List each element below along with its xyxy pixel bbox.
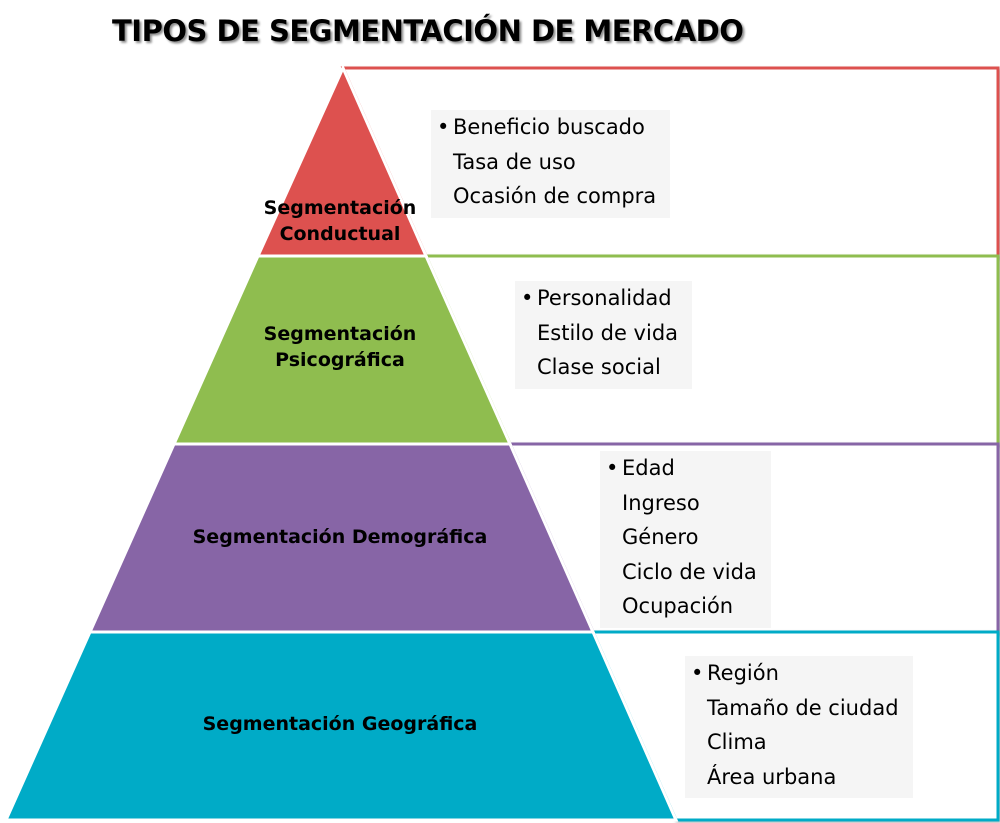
- tier-label-line: Segmentación: [263, 323, 417, 345]
- item-list-demografica: Edad Ingreso Género Ciclo de vida Ocupac…: [600, 451, 771, 628]
- list-item: Ocupación: [622, 594, 734, 618]
- list-item: Beneficio buscado: [437, 110, 656, 145]
- list-item: Clase social: [537, 355, 661, 379]
- list-item: Tamaño de ciudad: [707, 695, 899, 720]
- list-item: Personalidad: [521, 281, 678, 316]
- tier-label-line: Segmentación Demográfica: [192, 526, 488, 548]
- diagram-title: TIPOS DE SEGMENTACIÓN DE MERCADO: [112, 14, 744, 48]
- item-list-conductual: Beneficio buscado Tasa de uso Ocasión de…: [431, 110, 671, 218]
- list-item: Género: [622, 525, 699, 549]
- list-item: Estilo de vida: [537, 320, 679, 345]
- tier-label-conductual: Segmentación Conductual: [255, 195, 425, 247]
- list-item: Clima: [707, 730, 767, 754]
- tier-label-line: Segmentación: [263, 197, 417, 219]
- list-item: Ingreso: [622, 490, 700, 515]
- tier-label-demografica: Segmentación Demográfica: [170, 524, 510, 550]
- list-item: Área urbana: [707, 764, 837, 789]
- item-list-psicografica: Personalidad Estilo de vida Clase social: [515, 281, 693, 389]
- list-item: Ciclo de vida: [622, 559, 757, 584]
- tier-label-psicografica: Segmentación Psicográfica: [250, 321, 430, 373]
- item-list-geografica: Región Tamaño de ciudad Clima Área urban…: [685, 656, 913, 798]
- tier-label-line: Conductual: [279, 223, 401, 245]
- pyramid-tier-geografica: [3, 630, 679, 822]
- detail-panel-psicografica: [423, 254, 1000, 446]
- tier-label-geografica: Segmentación Geográfica: [170, 711, 510, 737]
- tier-label-line: Segmentación Geográfica: [202, 713, 478, 735]
- list-item: Tasa de uso: [453, 149, 576, 174]
- list-item: Ocasión de compra: [453, 184, 657, 208]
- tier-label-line: Psicográfica: [275, 349, 405, 371]
- list-item: Edad: [606, 451, 757, 486]
- pyramid: [3, 64, 679, 822]
- list-item: Región: [691, 656, 899, 691]
